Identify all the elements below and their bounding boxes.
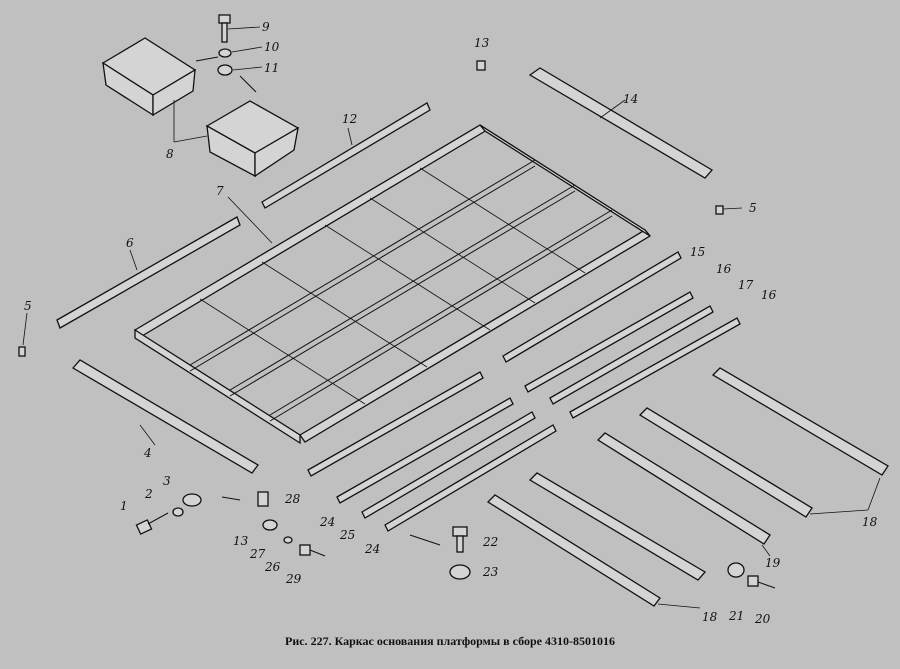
clip-5b — [18, 346, 26, 357]
callout-27: 27 — [249, 547, 266, 561]
storage-box-upper — [101, 37, 197, 117]
callout-3: 3 — [163, 474, 171, 488]
callout-17: 17 — [738, 278, 754, 292]
fastener-set-13-29 — [257, 491, 326, 557]
callout-18b: 18 — [702, 610, 718, 624]
cross-beam-18c — [528, 472, 707, 581]
callout-18a: 18 — [862, 515, 878, 529]
callout-1: 1 — [120, 499, 128, 513]
cross-beam-18b — [638, 407, 813, 518]
callout-20: 20 — [754, 612, 771, 626]
callout-15: 15 — [690, 245, 705, 259]
rail-17 — [549, 305, 714, 405]
callout-13a: 13 — [233, 534, 249, 548]
callout-10: 10 — [264, 40, 280, 54]
callout-9: 9 — [262, 20, 270, 34]
cross-member-4 — [71, 359, 259, 474]
callout-12: 12 — [342, 112, 357, 126]
callout-16a: 16 — [716, 262, 732, 276]
figure-caption: Рис. 227. Каркас основания платформы в с… — [285, 634, 615, 648]
storage-box-lower — [205, 100, 300, 178]
callout-16b: 16 — [761, 288, 777, 302]
callout-11: 11 — [264, 61, 279, 75]
nut-21-bolt-20 — [727, 562, 776, 589]
callout-5b: 5 — [24, 299, 32, 313]
callout-14: 14 — [623, 92, 638, 106]
callout-29: 29 — [285, 572, 302, 586]
bolt-22-nut-23 — [449, 526, 471, 580]
rail-16 — [524, 291, 694, 393]
callout-8: 8 — [166, 147, 174, 161]
rail-24b — [384, 424, 557, 532]
callout-7: 7 — [216, 184, 224, 198]
callout-19: 19 — [765, 556, 781, 570]
cross-beam-18d — [486, 494, 661, 607]
rail-15 — [502, 251, 682, 363]
rail-25 — [361, 411, 536, 519]
nut-11 — [217, 64, 233, 76]
callout-24b: 24 — [364, 542, 380, 556]
callout-26: 26 — [264, 560, 281, 574]
rail-16b — [569, 317, 741, 419]
callout-24a: 24 — [319, 515, 335, 529]
callout-25: 25 — [339, 528, 355, 542]
rail-28 — [307, 371, 484, 477]
bracket-13 — [476, 60, 486, 71]
callout-23: 23 — [482, 565, 499, 579]
clip-5a — [715, 205, 724, 215]
callout-6: 6 — [126, 236, 134, 250]
rail-6 — [56, 216, 241, 329]
rail-24 — [336, 397, 514, 504]
bolt-9 — [218, 14, 231, 43]
callout-22: 22 — [482, 535, 498, 549]
platform-frame-7 — [133, 124, 651, 445]
callout-4: 4 — [143, 446, 152, 460]
cross-beam-18a — [711, 367, 889, 476]
cross-member-14 — [528, 67, 714, 179]
spring-washer-10 — [218, 48, 232, 58]
callout-5a: 5 — [749, 201, 757, 215]
callout-13b: 13 — [474, 36, 490, 50]
fastener-set-1-3 — [135, 493, 202, 535]
callout-labels: 1 2 3 4 5 5 6 7 8 9 10 11 12 13 13 14 15… — [24, 20, 878, 626]
callout-21: 21 — [728, 609, 744, 623]
rail-12 — [261, 102, 431, 209]
callout-28: 28 — [284, 492, 301, 506]
callout-2: 2 — [144, 487, 153, 501]
cross-beam-19 — [596, 432, 771, 545]
